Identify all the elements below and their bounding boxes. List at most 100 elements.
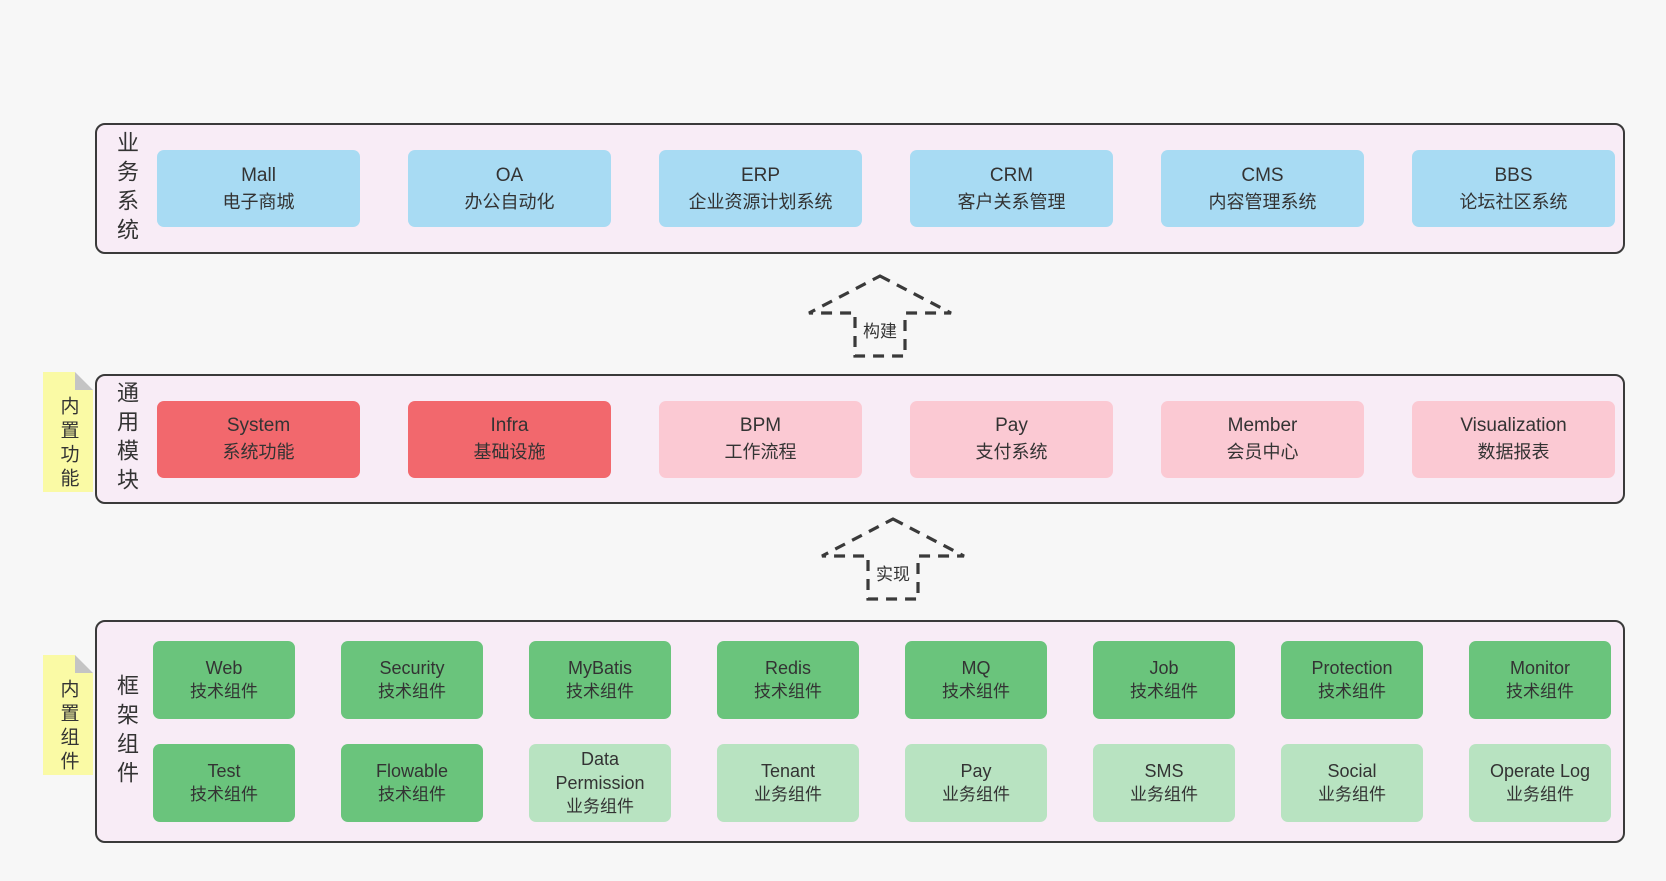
box-title: Security xyxy=(379,658,445,678)
box-pay-component: Pay 业务组件 xyxy=(905,744,1047,822)
components-row-1: Web 技术组件 Security 技术组件 MyBatis 技术组件 Redi… xyxy=(153,641,1611,719)
folded-corner-icon xyxy=(75,372,93,390)
box-subtitle: 技术组件 xyxy=(1318,682,1386,701)
box-subtitle: 业务组件 xyxy=(754,785,822,804)
box-subtitle: 业务组件 xyxy=(566,797,634,816)
box-subtitle: 技术组件 xyxy=(190,785,258,804)
box-subtitle: 技术组件 xyxy=(566,682,634,701)
box-title: Monitor xyxy=(1509,658,1571,678)
box-mall: Mall 电子商城 xyxy=(157,150,360,227)
box-subtitle: 数据报表 xyxy=(1477,442,1550,462)
box-subtitle: 技术组件 xyxy=(1506,682,1574,701)
dashed-up-arrow-icon xyxy=(821,517,965,601)
box-data-permission: Data Permission 业务组件 xyxy=(529,744,671,822)
box-subtitle: 技术组件 xyxy=(378,785,446,804)
box-subtitle: 基础设施 xyxy=(473,442,546,462)
box-subtitle: 业务组件 xyxy=(1318,785,1386,804)
box-operate-log: Operate Log 业务组件 xyxy=(1469,744,1611,822)
box-subtitle: 会员中心 xyxy=(1226,442,1299,462)
box-subtitle: 客户关系管理 xyxy=(957,191,1066,212)
box-title: Member xyxy=(1227,415,1298,436)
folded-corner-icon xyxy=(75,655,93,673)
box-system: System 系统功能 xyxy=(157,400,360,478)
arrow-build-label: 构建 xyxy=(860,317,900,342)
box-protection: Protection 技术组件 xyxy=(1281,641,1423,719)
box-sms: SMS 业务组件 xyxy=(1093,744,1235,822)
box-visualization: Visualization 数据报表 xyxy=(1412,400,1615,478)
box-title: Protection xyxy=(1311,658,1393,678)
box-title: System xyxy=(226,415,291,436)
box-title: Social xyxy=(1327,761,1377,781)
box-subtitle: 技术组件 xyxy=(378,682,446,701)
box-title: Flowable xyxy=(375,761,449,781)
box-subtitle: 内容管理系统 xyxy=(1208,191,1317,212)
box-mybatis: MyBatis 技术组件 xyxy=(529,641,671,719)
arrow-build: 构建 xyxy=(807,273,953,359)
box-subtitle: 技术组件 xyxy=(754,682,822,701)
box-title: CMS xyxy=(1241,164,1284,186)
box-title: MQ xyxy=(961,658,991,678)
box-title: BPM xyxy=(739,415,782,436)
common-modules-row: System 系统功能 Infra 基础设施 BPM 工作流程 Pay 支付系统… xyxy=(157,400,1615,478)
box-security: Security 技术组件 xyxy=(341,641,483,719)
sticky-built-in-features: 内置功能 xyxy=(43,372,93,492)
box-title: Data Permission xyxy=(555,749,645,793)
panel-common-modules: 通用模块 System 系统功能 Infra 基础设施 BPM 工作流程 Pay… xyxy=(95,374,1625,504)
box-cms: CMS 内容管理系统 xyxy=(1161,150,1364,227)
box-title: Pay xyxy=(995,415,1028,436)
box-monitor: Monitor 技术组件 xyxy=(1469,641,1611,719)
box-title: OA xyxy=(495,164,524,186)
box-crm: CRM 客户关系管理 xyxy=(910,150,1113,227)
sticky-label: 内置组件 xyxy=(57,679,79,775)
box-oa: OA 办公自动化 xyxy=(408,150,611,227)
dashed-up-arrow-icon xyxy=(808,274,952,358)
arrow-implement: 实现 xyxy=(820,516,966,602)
panel-label-common-modules: 通用模块 xyxy=(114,381,139,497)
box-job: Job 技术组件 xyxy=(1093,641,1235,719)
box-subtitle: 业务组件 xyxy=(942,785,1010,804)
box-subtitle: 办公自动化 xyxy=(464,191,555,212)
panel-business-systems: 业务系统 Mall 电子商城 OA 办公自动化 ERP 企业资源计划系统 CRM… xyxy=(95,123,1625,254)
box-flowable: Flowable 技术组件 xyxy=(341,744,483,822)
box-title: Pay xyxy=(960,761,992,781)
box-title: Web xyxy=(205,658,243,678)
box-title: Visualization xyxy=(1460,415,1567,436)
box-member: Member 会员中心 xyxy=(1161,400,1364,478)
box-social: Social 业务组件 xyxy=(1281,744,1423,822)
box-subtitle: 论坛社区系统 xyxy=(1459,191,1568,212)
box-subtitle: 电子商城 xyxy=(222,191,295,212)
box-subtitle: 业务组件 xyxy=(1506,785,1574,804)
box-erp: ERP 企业资源计划系统 xyxy=(659,150,862,227)
box-redis: Redis 技术组件 xyxy=(717,641,859,719)
box-bbs: BBS 论坛社区系统 xyxy=(1412,150,1615,227)
box-title: Test xyxy=(207,761,241,781)
business-systems-row: Mall 电子商城 OA 办公自动化 ERP 企业资源计划系统 CRM 客户关系… xyxy=(157,150,1615,227)
box-title: Redis xyxy=(764,658,812,678)
sticky-label: 内置功能 xyxy=(57,396,79,492)
box-pay-module: Pay 支付系统 xyxy=(910,400,1113,478)
box-title: CRM xyxy=(989,164,1034,186)
box-infra: Infra 基础设施 xyxy=(408,400,611,478)
box-title: Tenant xyxy=(760,761,816,781)
box-title: Infra xyxy=(490,415,529,436)
box-subtitle: 技术组件 xyxy=(1130,682,1198,701)
arrow-implement-label: 实现 xyxy=(873,560,913,585)
box-mq: MQ 技术组件 xyxy=(905,641,1047,719)
panel-framework-components: 框架组件 Web 技术组件 Security 技术组件 MyBatis 技术组件… xyxy=(95,620,1625,843)
panel-label-framework-components: 框架组件 xyxy=(114,673,139,790)
box-bpm: BPM 工作流程 xyxy=(659,400,862,478)
panel-label-business-systems: 业务系统 xyxy=(114,130,139,247)
box-subtitle: 企业资源计划系统 xyxy=(688,191,833,212)
box-title: SMS xyxy=(1144,761,1184,781)
box-title: Operate Log xyxy=(1489,761,1591,781)
box-tenant: Tenant 业务组件 xyxy=(717,744,859,822)
box-subtitle: 技术组件 xyxy=(190,682,258,701)
box-title: ERP xyxy=(740,164,781,186)
box-web: Web 技术组件 xyxy=(153,641,295,719)
sticky-built-in-components: 内置组件 xyxy=(43,655,93,775)
box-subtitle: 工作流程 xyxy=(724,442,797,462)
box-title: BBS xyxy=(1494,164,1533,186)
box-subtitle: 支付系统 xyxy=(975,442,1048,462)
framework-components-grid: Web 技术组件 Security 技术组件 MyBatis 技术组件 Redi… xyxy=(153,641,1611,822)
